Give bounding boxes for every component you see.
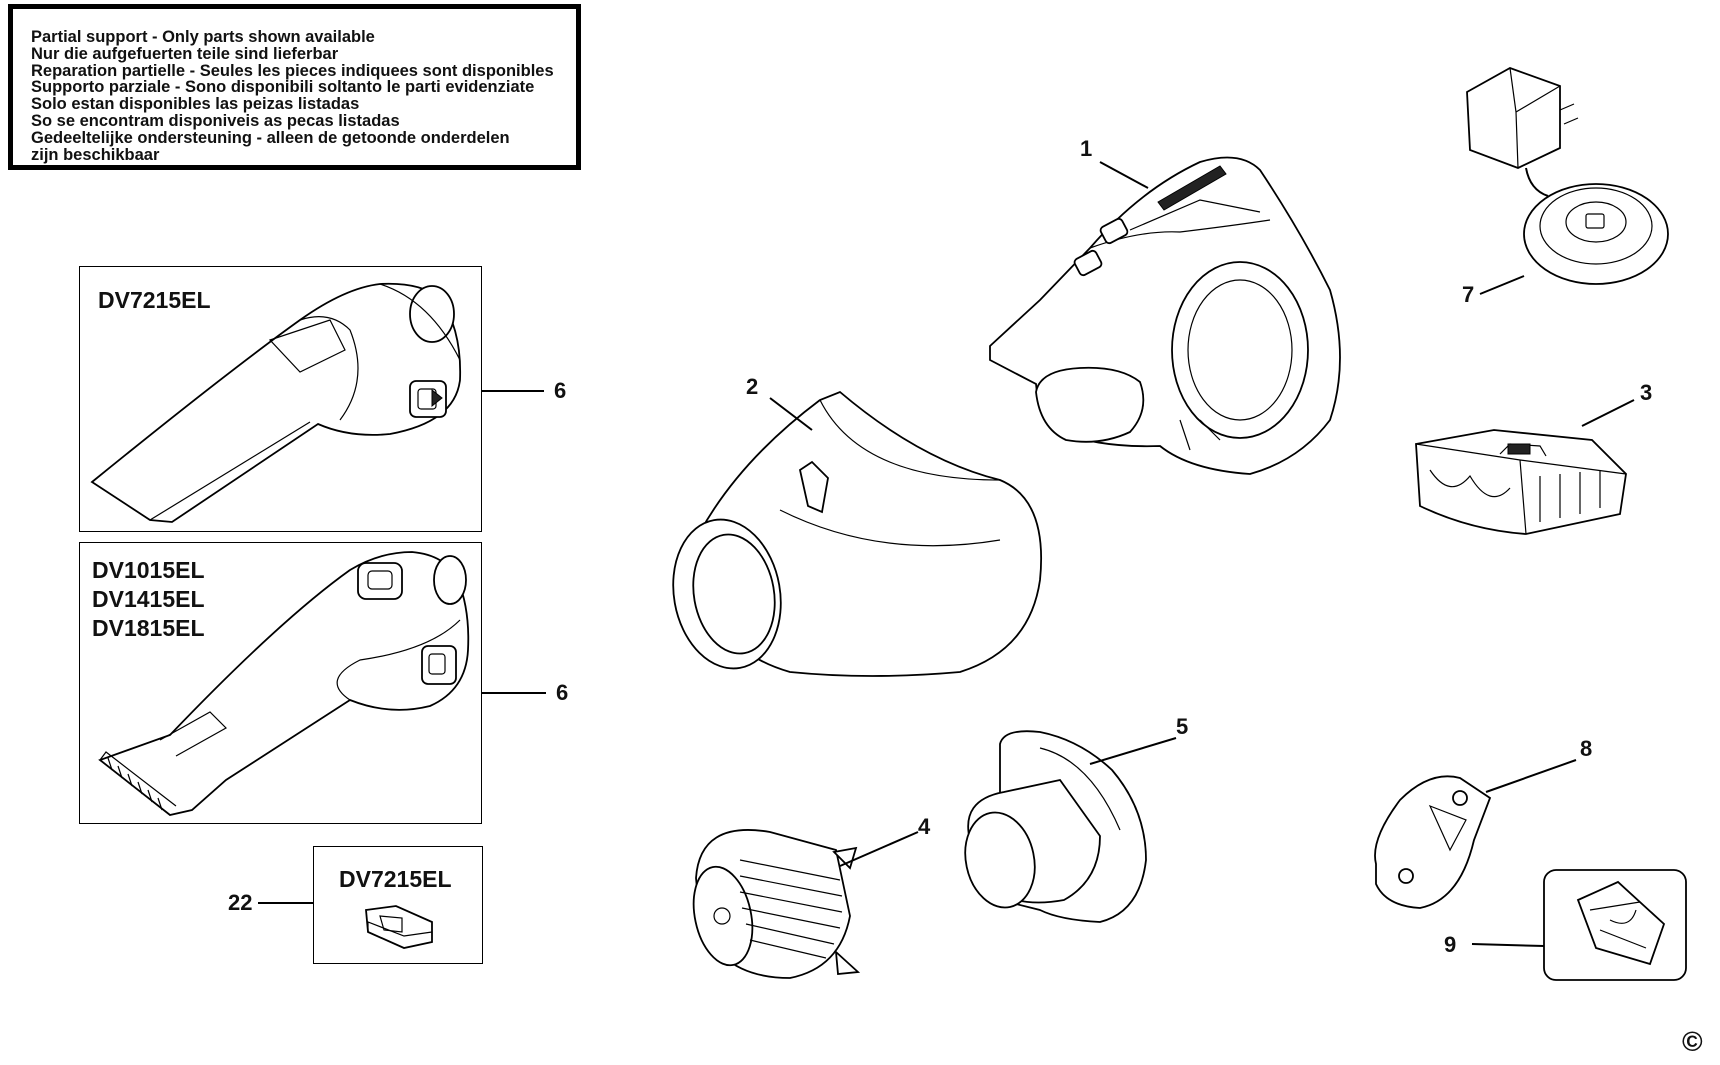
- part-number-9: 9: [1444, 932, 1457, 957]
- latch-icon: [365, 905, 433, 949]
- model-label: DV1015EL: [92, 557, 205, 583]
- notice-line: Reparation partielle - Seules les pieces…: [31, 61, 554, 80]
- prefilter-icon: [964, 730, 1147, 923]
- part-number-6-top: 6: [554, 378, 567, 403]
- nozzle-icon: [90, 282, 462, 523]
- notice-line: Supporto parziale - Sono disponibili sol…: [31, 78, 535, 97]
- notice-line: Gedeeltelijke ondersteuning - alleen de …: [31, 128, 510, 147]
- part-number-1: 1: [1080, 136, 1093, 161]
- battery-icon: [1415, 429, 1627, 535]
- filter-icon: [692, 829, 861, 979]
- copyright-mark: ©: [1682, 1026, 1703, 1057]
- nozzle-icon: [98, 551, 470, 816]
- notice-line: Partial support - Only parts shown avail…: [31, 28, 375, 46]
- wall-bracket-icon: [1374, 775, 1492, 909]
- model-label: DV1815EL: [92, 615, 205, 641]
- part-number-5: 5: [1176, 714, 1189, 739]
- notice-line: Nur die aufgefuerten teile sind lieferba…: [31, 44, 339, 63]
- charger-icon: [1466, 67, 1669, 285]
- part-number-2: 2: [746, 374, 759, 399]
- notice-line: So se encontram disponiveis as pecas lis…: [31, 111, 400, 130]
- part-number-8: 8: [1580, 736, 1593, 761]
- notice-line: Solo estan disponibles las peizas listad…: [31, 95, 360, 114]
- model-label: DV7215EL: [98, 287, 211, 313]
- bowl-icon: [672, 390, 1043, 677]
- availability-notice: Partial support - Only parts shown avail…: [8, 4, 581, 170]
- part-number-22: 22: [228, 890, 253, 915]
- part-number-6-middle: 6: [556, 680, 569, 705]
- leader-lines: [258, 161, 1635, 947]
- vacuum-body-icon: [989, 156, 1341, 475]
- part-number-7: 7: [1462, 282, 1475, 307]
- part-number-4: 4: [918, 814, 931, 839]
- model-label: DV7215EL: [339, 866, 452, 892]
- part-number-3: 3: [1640, 380, 1653, 405]
- notice-line: zijn beschikbaar: [31, 145, 160, 164]
- model-label: DV1415EL: [92, 586, 205, 612]
- screw-bag-icon: [1543, 869, 1687, 981]
